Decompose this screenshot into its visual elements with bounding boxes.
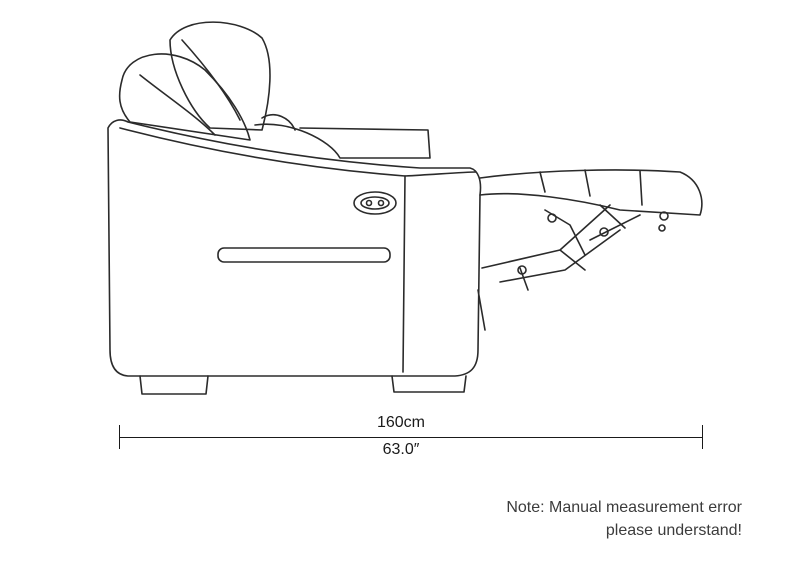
recline-mechanism xyxy=(477,204,641,331)
headrest-cushion-rear xyxy=(169,21,271,131)
power-button-icon xyxy=(353,191,397,215)
dimension-imperial-text: 63.0″ xyxy=(382,441,420,458)
recliner-sofa-side-view xyxy=(107,21,703,395)
dimension-tick-right xyxy=(702,425,703,449)
measurement-note: Note: Manual measurement error please un… xyxy=(506,496,742,542)
headrest-cushion-front xyxy=(118,53,251,141)
foot-right xyxy=(391,375,467,393)
extended-footrest xyxy=(479,169,703,216)
dimension-metric-label: 160cm xyxy=(0,414,790,432)
foot-left xyxy=(139,375,209,395)
side-handle-slot xyxy=(217,247,391,263)
note-line-1: Note: Manual measurement error xyxy=(506,499,742,516)
seat-back xyxy=(254,123,431,159)
note-line-2: please understand! xyxy=(605,522,742,539)
dimension-imperial-label: 63.0″ xyxy=(0,441,790,459)
dimension-metric-text: 160cm xyxy=(376,414,426,431)
dimension-line xyxy=(119,437,703,438)
sofa-arm-body xyxy=(107,119,482,377)
